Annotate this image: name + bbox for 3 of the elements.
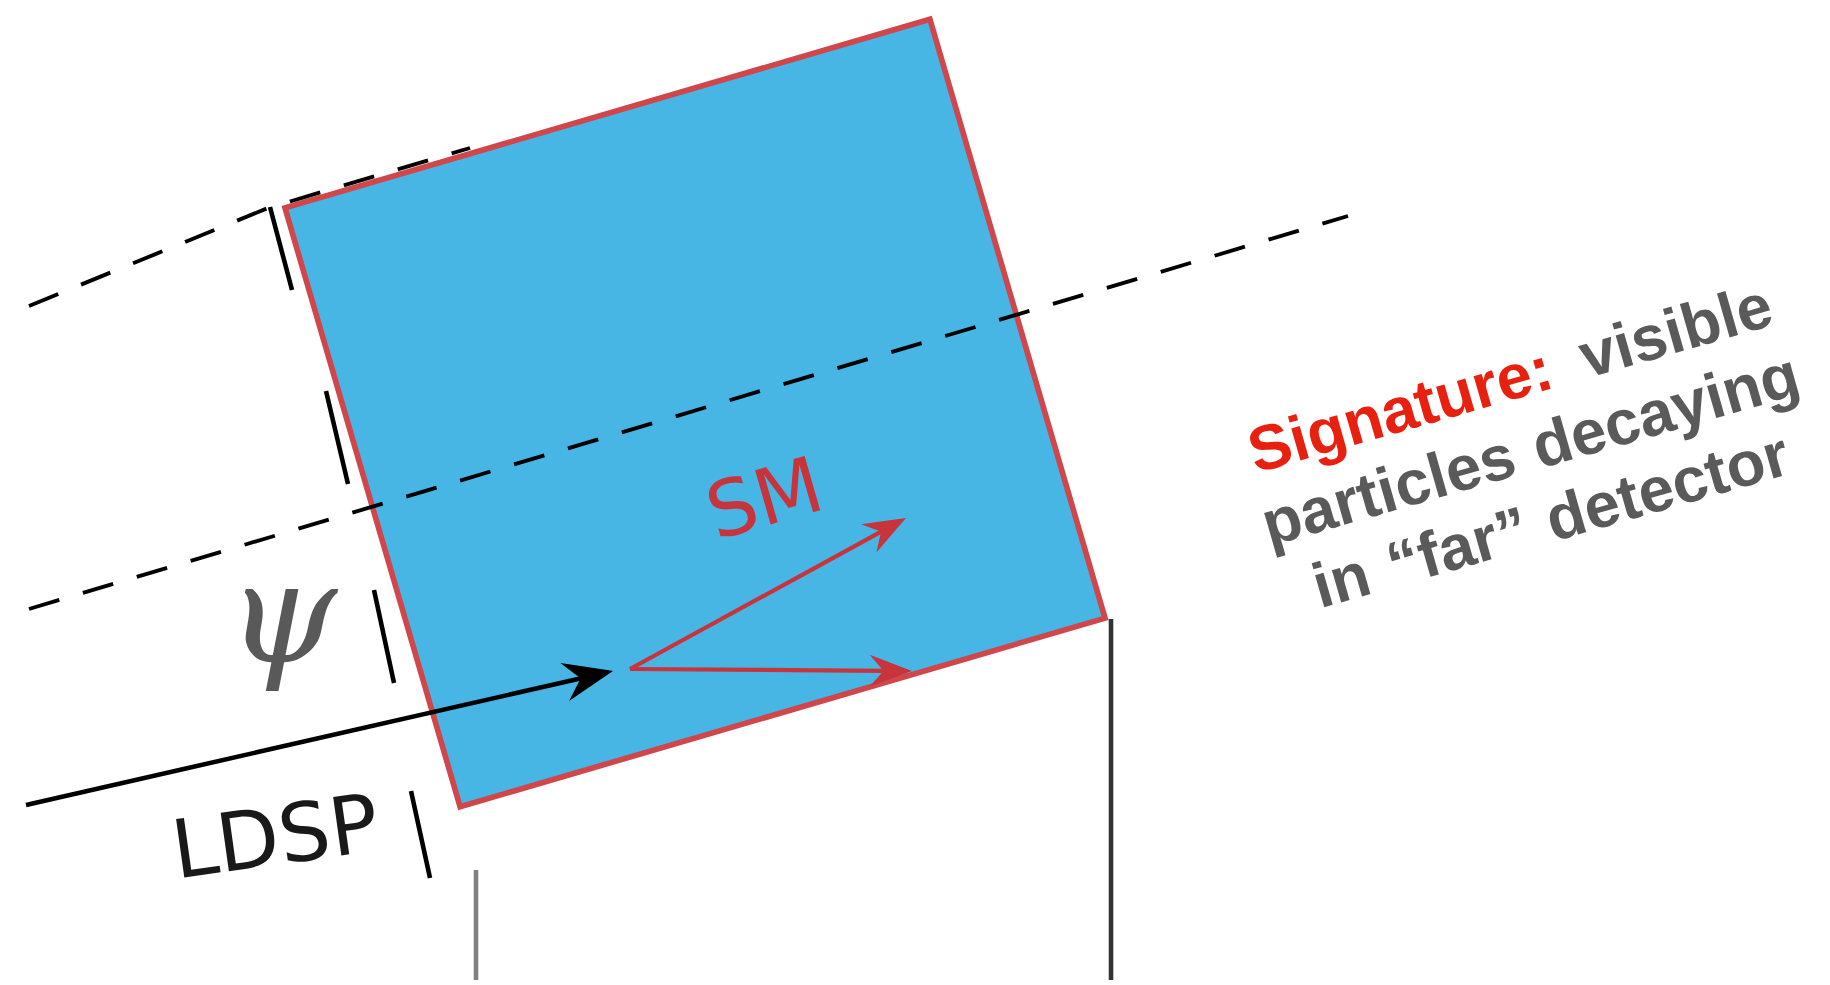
symbol-label: ψ [244, 588, 339, 692]
decay-label: SM [708, 455, 821, 537]
particle-label: LDSP [176, 794, 374, 878]
